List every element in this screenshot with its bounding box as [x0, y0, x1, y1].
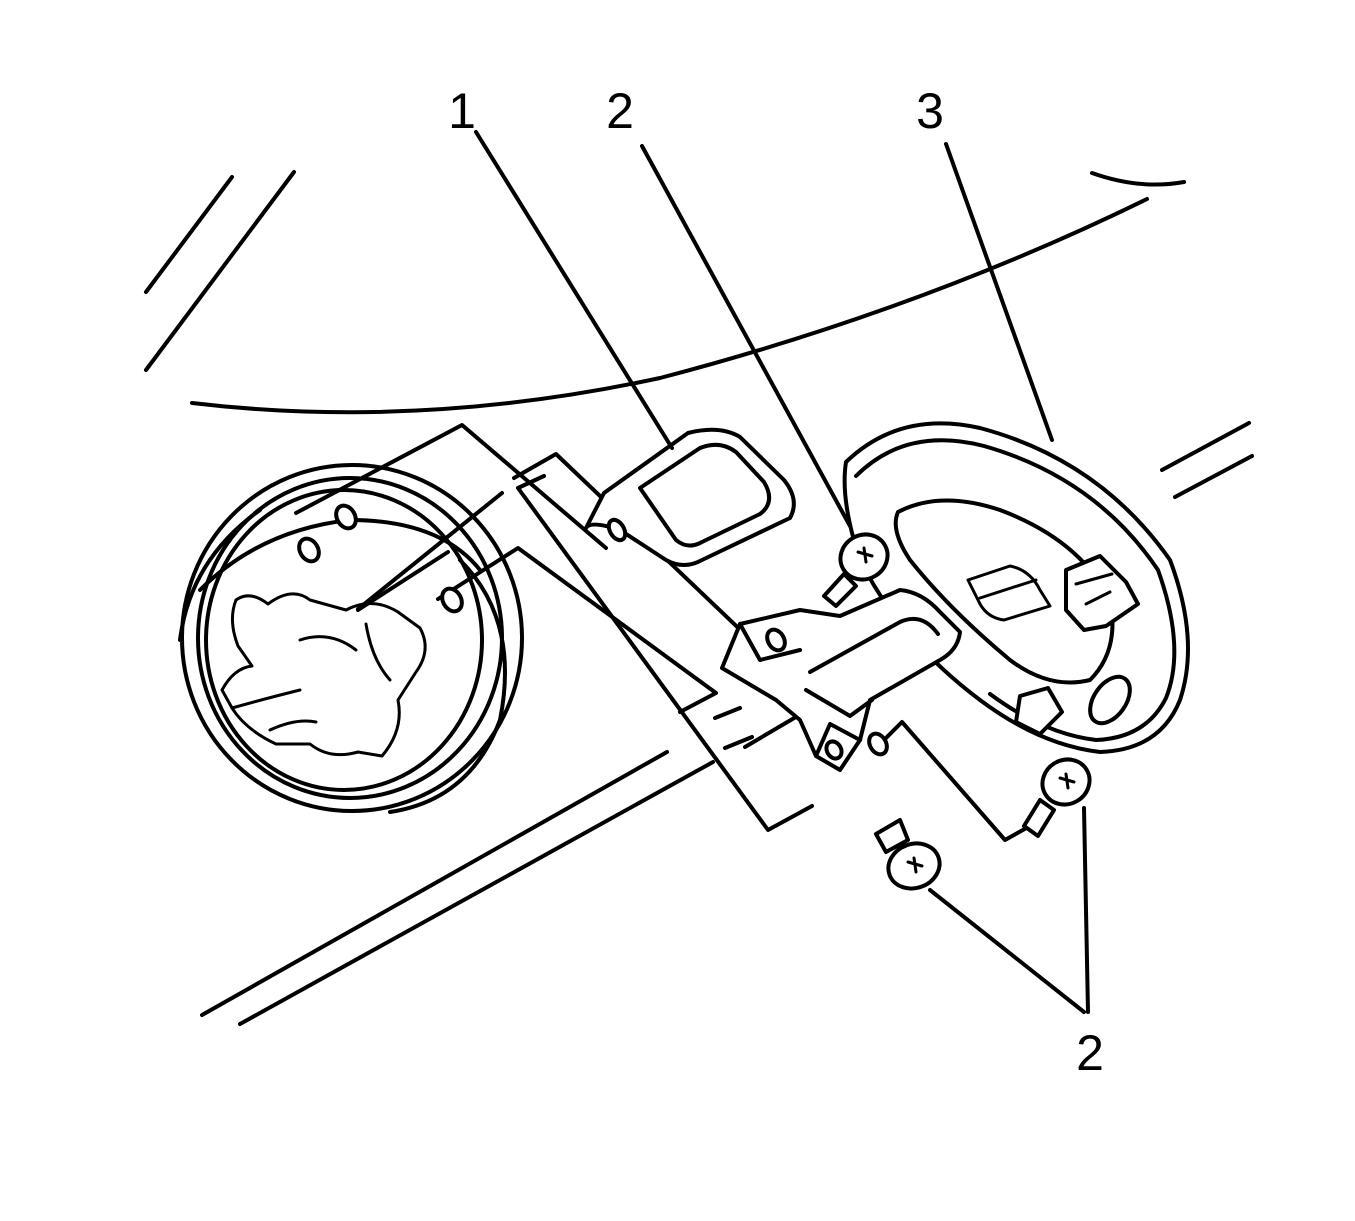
callout-1: 1 — [448, 83, 476, 139]
screw-right — [1022, 757, 1092, 838]
screw-top — [822, 532, 890, 608]
callout-3: 3 — [916, 83, 944, 139]
callout-2-top: 2 — [606, 83, 634, 139]
gasket-seal — [584, 427, 796, 567]
fuel-door — [842, 421, 1190, 754]
filler-pocket-housing — [178, 463, 524, 814]
body-panel-lines — [144, 170, 1254, 1026]
leader-lines — [474, 130, 1090, 1014]
callout-2-bottom: 2 — [1076, 1025, 1104, 1081]
housing-mounting-holes — [297, 503, 464, 614]
mounting-bracket-outline — [294, 423, 1032, 842]
screw-bottom — [874, 818, 942, 891]
hinge-arm — [720, 588, 962, 772]
